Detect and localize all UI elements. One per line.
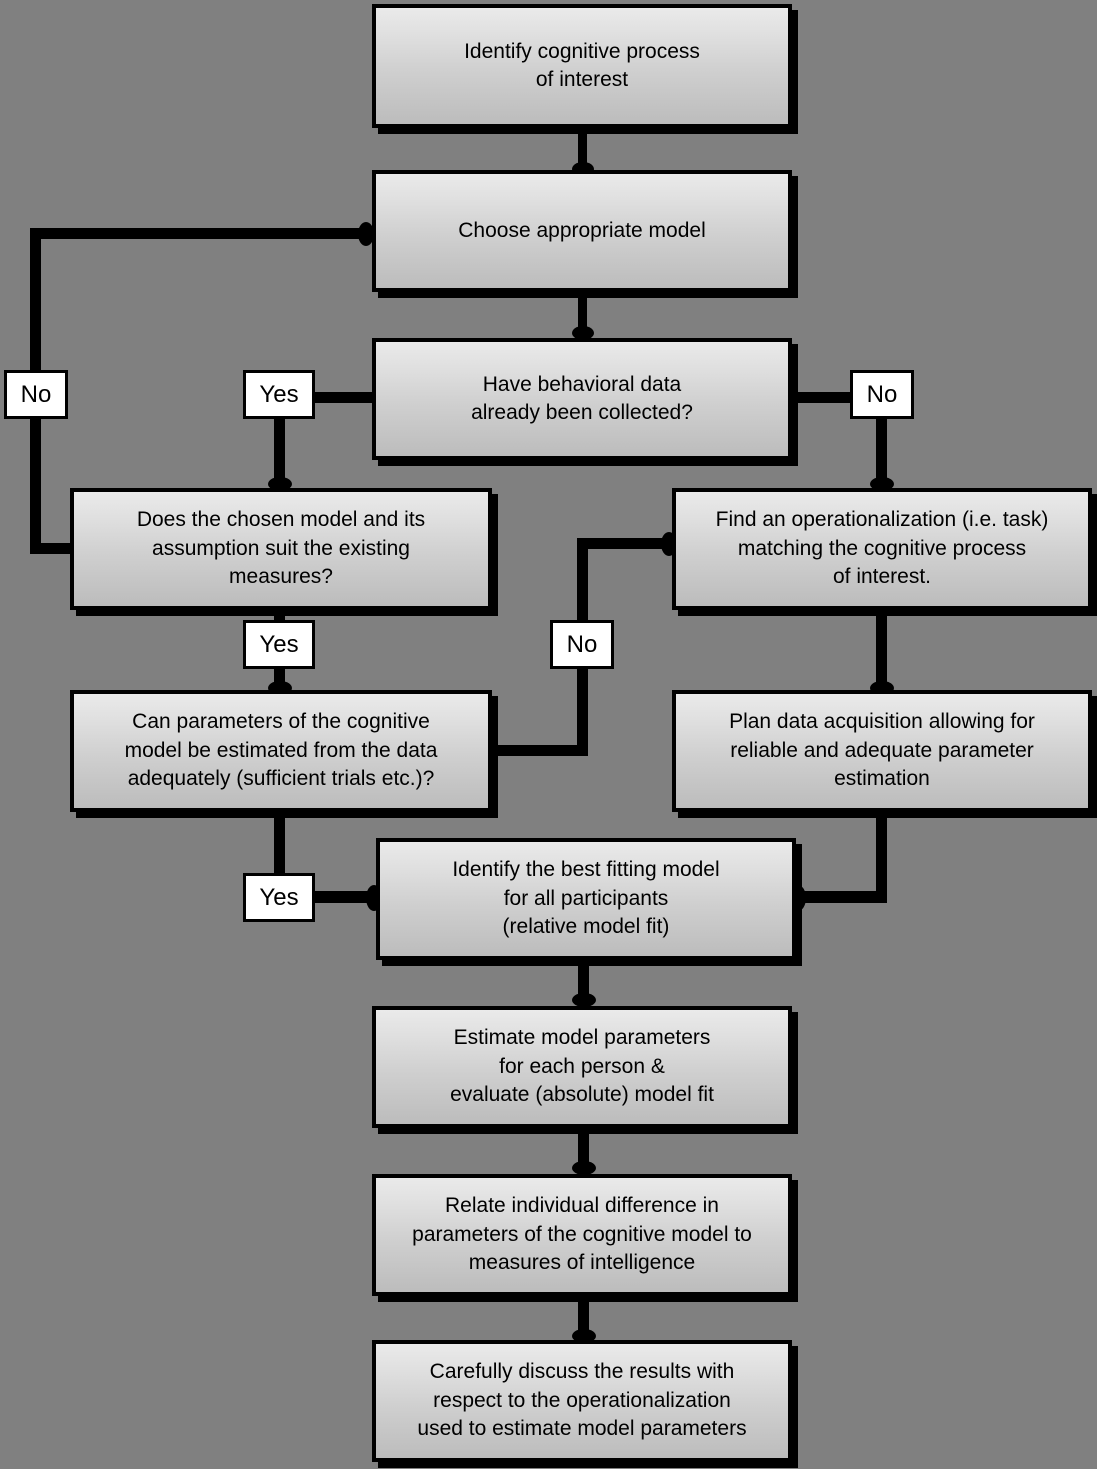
node-estimate-params[interactable]: Estimate model parameters for each perso… [372, 1006, 792, 1128]
node-model-suits[interactable]: Does the chosen model and its assumption… [70, 488, 492, 610]
label-no-have-data: No [850, 370, 914, 419]
node-find-task[interactable]: Find an operationalization (i.e. task) m… [672, 488, 1092, 610]
connector-choose-to-havedata [578, 292, 587, 338]
node-discuss-results[interactable]: Carefully discuss the results with respe… [372, 1340, 792, 1462]
node-identify-process[interactable]: Identify cognitive process of interest [372, 4, 792, 128]
arrow-dot-modelsuits-top [268, 477, 292, 491]
label-no-left: No [4, 370, 68, 419]
connector-findtask-to-plan [876, 610, 887, 694]
connector-havedata-no-horizontal [796, 392, 852, 403]
arrow-dot-discuss-top [572, 1329, 596, 1343]
node-discuss-results-label: Carefully discuss the results with respe… [417, 1360, 747, 1441]
arrow-dot-choose-model-left [358, 222, 374, 246]
label-yes-can-estimate: Yes [243, 873, 315, 922]
node-choose-model-label: Choose appropriate model [458, 218, 706, 242]
node-relate-individual-label: Relate individual difference in paramete… [412, 1194, 752, 1275]
label-yes-have-data: Yes [243, 370, 315, 419]
node-have-data-label: Have behavioral data already been collec… [471, 372, 693, 424]
connector-identify-to-choose [578, 128, 587, 174]
node-best-fitting[interactable]: Identify the best fitting model for all … [376, 838, 796, 960]
node-best-fitting-label: Identify the best fitting model for all … [452, 858, 720, 939]
arrow-dot-estimate-top [572, 993, 596, 1007]
connector-estimate-to-relate [578, 1128, 589, 1174]
node-can-estimate[interactable]: Can parameters of the cognitive model be… [70, 690, 492, 812]
connector-plan-to-bestfitting-vertical [876, 812, 887, 898]
label-no-can-estimate-text: No [566, 630, 598, 658]
connector-no-to-findtask [876, 418, 887, 490]
node-can-estimate-label: Can parameters of the cognitive model be… [124, 710, 438, 791]
connector-havedata-yes-horizontal [314, 392, 376, 403]
node-find-task-label: Find an operationalization (i.e. task) m… [715, 508, 1049, 589]
connector-canestimate-no-horizontal [492, 745, 588, 756]
connector-yes-to-modelsuits [274, 418, 285, 490]
node-plan-acquisition-label: Plan data acquisition allowing for relia… [729, 710, 1035, 791]
node-identify-process-label: Identify cognitive process of interest [464, 39, 700, 91]
connector-no-loop-horizontal-top [30, 228, 368, 239]
connector-canestimate-no-to-findtask [577, 538, 669, 549]
connector-no-loop-horizontal-bottom [30, 543, 76, 554]
label-no-can-estimate: No [550, 620, 614, 669]
connector-modelsuits-to-yes [274, 610, 285, 622]
arrow-dot-findtask-top [870, 477, 894, 491]
connector-canestimate-to-yes [274, 810, 285, 874]
node-relate-individual[interactable]: Relate individual difference in paramete… [372, 1174, 792, 1296]
arrow-dot-have-data-top [572, 326, 594, 340]
arrow-dot-relate-top [572, 1161, 596, 1175]
label-no-left-text: No [20, 380, 52, 408]
node-estimate-params-label: Estimate model parameters for each perso… [450, 1026, 714, 1107]
node-model-suits-label: Does the chosen model and its assumption… [136, 508, 426, 589]
label-no-have-data-text: No [866, 380, 898, 408]
node-have-data[interactable]: Have behavioral data already been collec… [372, 338, 792, 460]
label-yes-have-data-text: Yes [259, 380, 299, 408]
label-yes-can-estimate-text: Yes [259, 883, 299, 911]
label-yes-model-suits-text: Yes [259, 630, 299, 658]
connector-relate-to-discuss [578, 1296, 589, 1342]
connector-bestfitting-to-estimate [578, 960, 589, 1006]
node-choose-model[interactable]: Choose appropriate model [372, 170, 792, 292]
connector-plan-to-bestfitting-horizontal [796, 891, 887, 903]
node-plan-acquisition[interactable]: Plan data acquisition allowing for relia… [672, 690, 1092, 812]
connector-yes-to-bestfitting [315, 891, 377, 903]
label-yes-model-suits: Yes [243, 620, 315, 669]
